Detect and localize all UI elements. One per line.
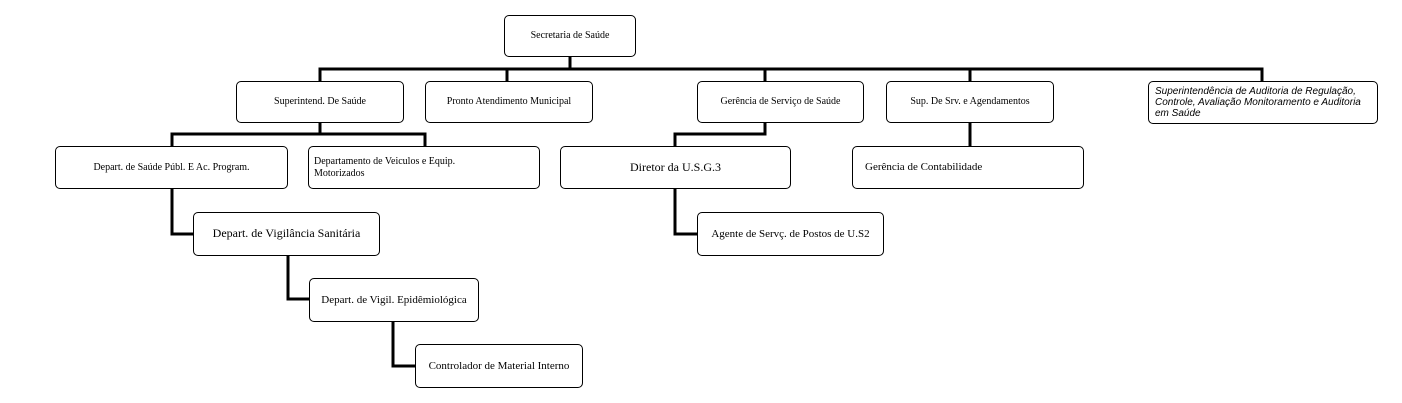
connector-epidemiologica-controlador xyxy=(391,319,418,368)
node-label: Pronto Atendimento Municipal xyxy=(446,96,572,108)
node-gerencia-servico-saude[interactable]: Gerência de Serviço de Saúde xyxy=(697,81,864,123)
connector-depart-vigilancia xyxy=(170,187,197,236)
node-label: Gerência de Serviço de Saúde xyxy=(720,96,841,108)
connector-vigilancia-epidemiologica xyxy=(286,254,312,301)
node-label: Agente de Servç. de Postos de U.S2 xyxy=(711,227,870,240)
connector-diretor-agente xyxy=(673,187,700,236)
node-label: Controlador de Material Interno xyxy=(428,359,570,372)
connector-gerencia-diretor xyxy=(673,120,767,148)
connector-root-level1 xyxy=(318,54,1264,82)
node-label: Sup. De Srv. e Agendamentos xyxy=(910,96,1030,108)
node-label: Depart. de Vigilância Sanitária xyxy=(212,226,361,241)
node-depart-vigil-epidemiologica[interactable]: Depart. de Vigil. Epidêmiológica xyxy=(309,278,479,322)
node-sup-srv-agendamentos[interactable]: Sup. De Srv. e Agendamentos xyxy=(886,81,1054,123)
node-controlador-material[interactable]: Controlador de Material Interno xyxy=(415,344,583,388)
node-secretaria-saude[interactable]: Secretaria de Saúde xyxy=(504,15,636,57)
node-superintendencia-auditoria[interactable]: Superintendência de Auditoria de Regulaç… xyxy=(1148,81,1378,124)
node-depart-saude-publica[interactable]: Depart. de Saúde Públ. E Ac. Program. xyxy=(55,146,288,189)
node-label: Departamento de Veiculos e Equip. Motori… xyxy=(314,156,456,179)
node-gerencia-contabilidade[interactable]: Gerência de Contabilidade xyxy=(852,146,1084,189)
node-pronto-atendimento[interactable]: Pronto Atendimento Municipal xyxy=(425,81,593,123)
node-depart-vigilancia-sanitaria[interactable]: Depart. de Vigilância Sanitária xyxy=(193,212,380,256)
node-label: Secretaria de Saúde xyxy=(530,30,610,42)
node-diretor-usg3[interactable]: Diretor da U.S.G.3 xyxy=(560,146,791,189)
node-label: Diretor da U.S.G.3 xyxy=(630,159,721,174)
node-label: Superintend. De Saúde xyxy=(274,96,366,108)
node-superintend-saude[interactable]: Superintend. De Saúde xyxy=(236,81,404,123)
node-label: Depart. de Saúde Públ. E Ac. Program. xyxy=(93,161,250,173)
node-label: Depart. de Vigil. Epidêmiológica xyxy=(321,293,467,306)
node-depart-veiculos[interactable]: Departamento de Veiculos e Equip. Motori… xyxy=(308,146,540,189)
connector-superintend-children xyxy=(170,120,427,148)
node-agente-postos[interactable]: Agente de Servç. de Postos de U.S2 xyxy=(697,212,884,256)
node-label: Superintendência de Auditoria de Regulaç… xyxy=(1155,86,1361,119)
node-label: Gerência de Contabilidade xyxy=(865,161,983,174)
